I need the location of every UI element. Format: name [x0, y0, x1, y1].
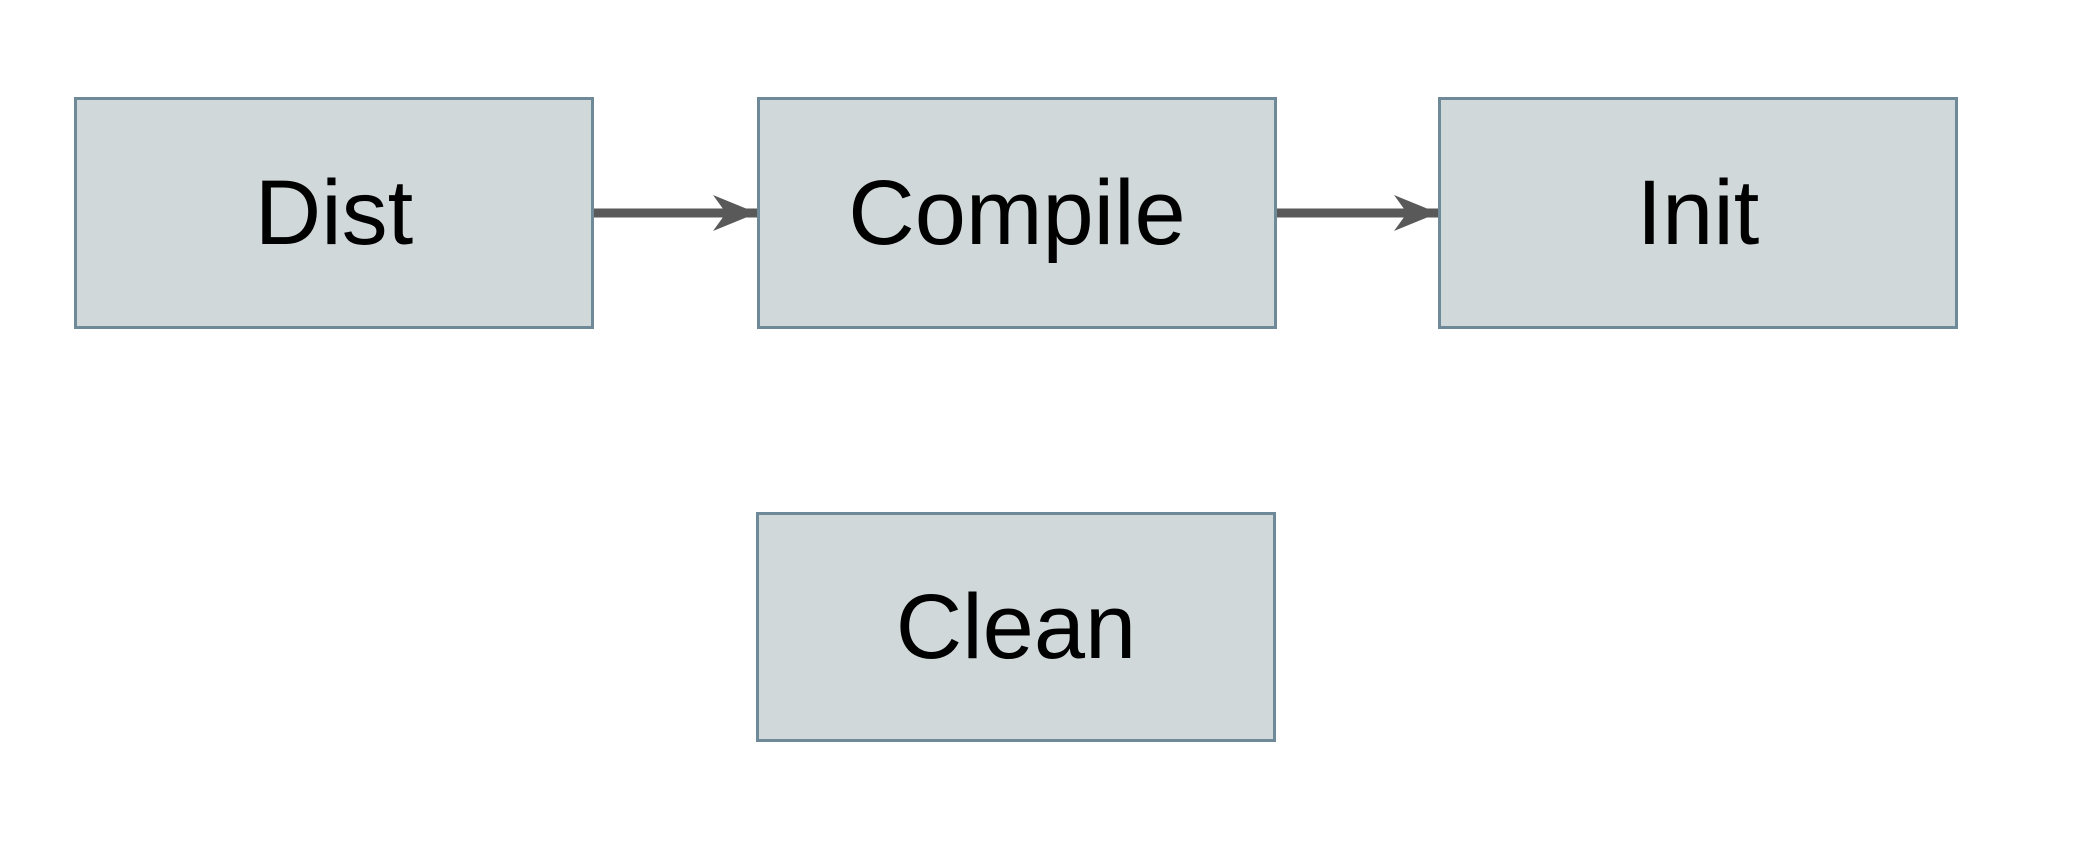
node-compile-label: Compile [848, 162, 1186, 264]
node-dist-label: Dist [254, 162, 414, 264]
node-init: Init [1438, 97, 1958, 329]
node-clean-label: Clean [895, 576, 1137, 678]
node-init-label: Init [1636, 162, 1760, 264]
node-compile: Compile [757, 97, 1277, 329]
node-dist: Dist [74, 97, 594, 329]
node-clean: Clean [756, 512, 1276, 742]
